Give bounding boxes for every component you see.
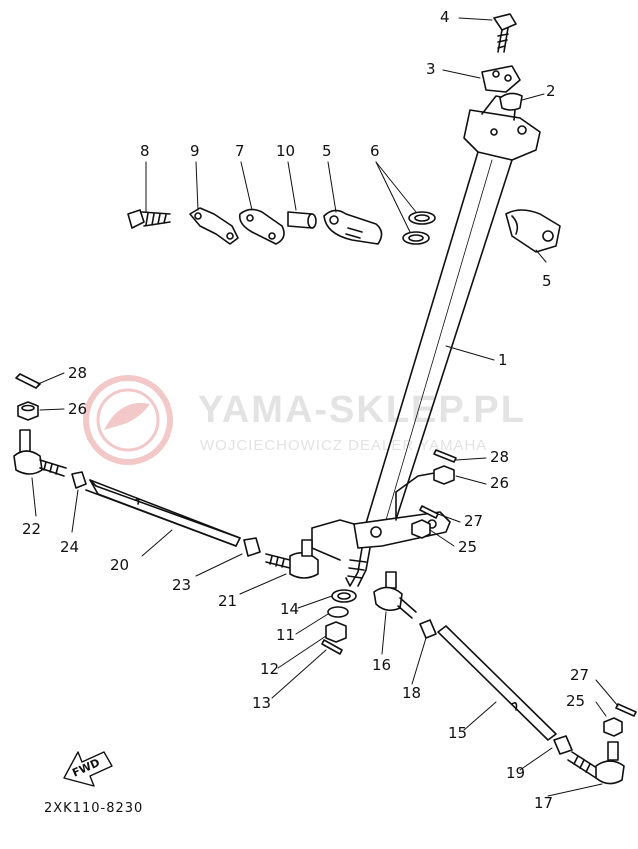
label-part-28-center: 28 — [490, 448, 509, 466]
label-part-25-right: 25 — [566, 692, 585, 710]
tie-rod-left — [13, 373, 319, 579]
label-part-8: 8 — [140, 142, 150, 160]
drawing-code: 2XK110-8230 — [44, 801, 143, 816]
label-part-21: 21 — [218, 592, 237, 610]
label-part-23: 23 — [172, 576, 191, 594]
label-part-14: 14 — [280, 600, 299, 618]
label-part-24: 24 — [60, 538, 79, 556]
watermark-logo-ring — [83, 375, 173, 465]
steering-column — [311, 95, 541, 587]
label-part-3: 3 — [426, 60, 436, 78]
label-part-18: 18 — [402, 684, 421, 702]
watermark-logo-inner — [96, 388, 160, 452]
leader-lines — [31, 17, 619, 797]
linkage-group — [127, 207, 436, 245]
label-part-26-left: 26 — [68, 400, 87, 418]
label-part-12: 12 — [260, 660, 279, 678]
watermark-title: YAMA-SKLEP.PL — [198, 389, 526, 431]
label-part-7: 7 — [235, 142, 245, 160]
label-part-27-center: 27 — [464, 512, 483, 530]
label-part-4: 4 — [440, 8, 450, 26]
watermark: YAMA-SKLEP.PL WOJCIECHOWICZ DEALER YAMAH… — [83, 375, 526, 465]
label-part-10: 10 — [276, 142, 295, 160]
lower-fasteners — [321, 589, 357, 655]
label-part-11: 11 — [276, 626, 295, 644]
label-part-25-center: 25 — [458, 538, 477, 556]
label-part-13: 13 — [252, 694, 271, 712]
label-part-20: 20 — [110, 556, 129, 574]
label-part-28-left: 28 — [68, 364, 87, 382]
holder-right — [505, 209, 561, 253]
label-part-16: 16 — [372, 656, 391, 674]
label-part-22: 22 — [22, 520, 41, 538]
upper-holder — [481, 13, 523, 111]
label-part-26-center: 26 — [490, 474, 509, 492]
fwd-arrow — [63, 751, 113, 787]
label-part-9: 9 — [190, 142, 200, 160]
watermark-subtitle: WOJCIECHOWICZ DEALER YAMAHA — [200, 437, 487, 454]
label-part-27-right: 27 — [570, 666, 589, 684]
label-part-1: 1 — [498, 351, 508, 369]
label-part-5-holder: 5 — [542, 272, 552, 290]
label-part-17: 17 — [534, 794, 553, 812]
label-part-5-arm: 5 — [322, 142, 332, 160]
label-part-15: 15 — [448, 724, 467, 742]
label-part-19: 19 — [506, 764, 525, 782]
label-part-2: 2 — [546, 82, 556, 100]
tie-rod-right — [373, 571, 637, 785]
label-part-6: 6 — [370, 142, 380, 160]
part-labels: 4 3 2 8 9 7 10 5 6 5 1 28 26 28 26 27 25… — [22, 8, 589, 816]
watermark-logo-mark — [104, 403, 150, 430]
